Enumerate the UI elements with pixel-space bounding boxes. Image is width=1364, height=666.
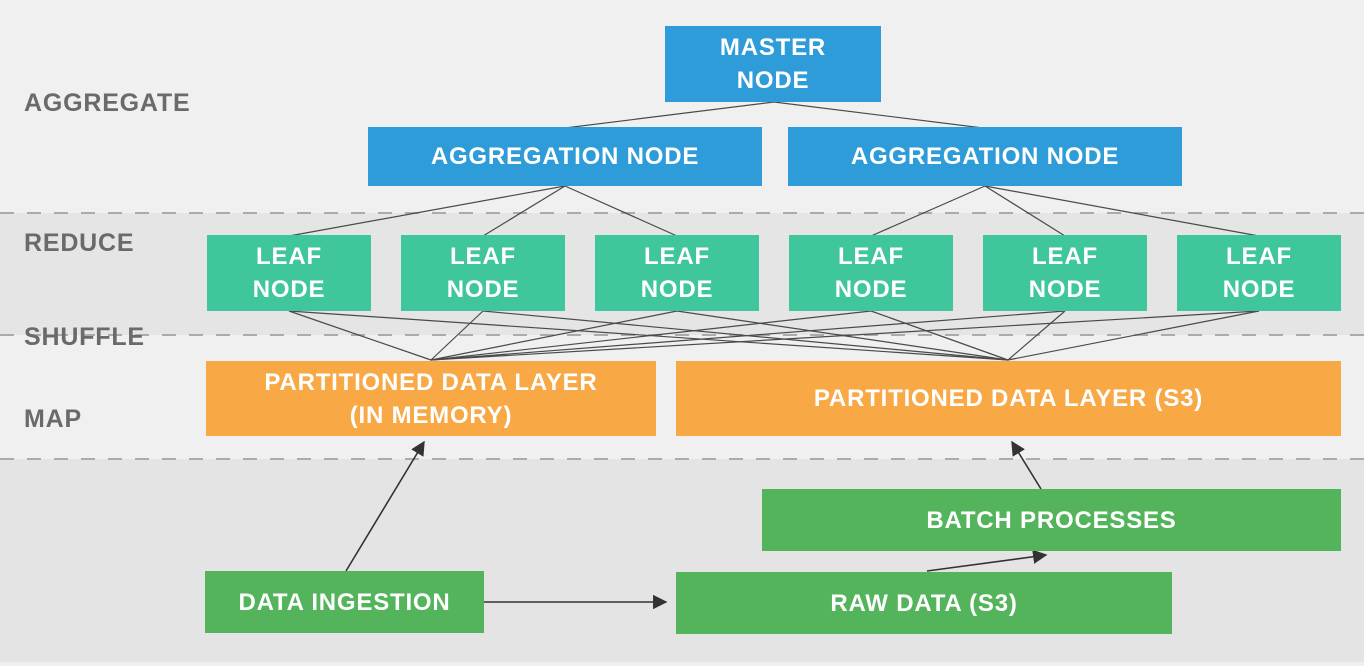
tree-edges — [288, 101, 1260, 237]
node-aggregation-2: AGGREGATION NODE — [788, 127, 1182, 186]
node-raw-data-s3: RAW DATA (S3) — [676, 572, 1172, 634]
section-label-aggregate: AGGREGATE — [24, 89, 191, 117]
node-master: MASTER NODE — [665, 26, 881, 102]
shuffle-edges — [288, 310, 1260, 361]
node-partitioned-data-layer-s3: PARTITIONED DATA LAYER (S3) — [676, 361, 1341, 436]
node-leaf-2: LEAF NODE — [401, 235, 565, 311]
node-aggregation-1: AGGREGATION NODE — [368, 127, 762, 186]
node-partitioned-data-layer-in-memory: PARTITIONED DATA LAYER (IN MEMORY) — [206, 361, 656, 436]
node-leaf-6: LEAF NODE — [1177, 235, 1341, 311]
section-label-shuffle: SHUFFLE — [24, 323, 145, 351]
section-label-map: MAP — [24, 405, 82, 433]
node-batch-processes: BATCH PROCESSES — [762, 489, 1341, 551]
node-data-ingestion: DATA INGESTION — [205, 571, 484, 633]
ingestion-arrows — [345, 440, 1048, 610]
node-leaf-3: LEAF NODE — [595, 235, 759, 311]
node-leaf-5: LEAF NODE — [983, 235, 1147, 311]
node-leaf-4: LEAF NODE — [789, 235, 953, 311]
band-bottom-strip — [0, 662, 1364, 666]
section-label-reduce: REDUCE — [24, 229, 135, 257]
node-leaf-1: LEAF NODE — [207, 235, 371, 311]
